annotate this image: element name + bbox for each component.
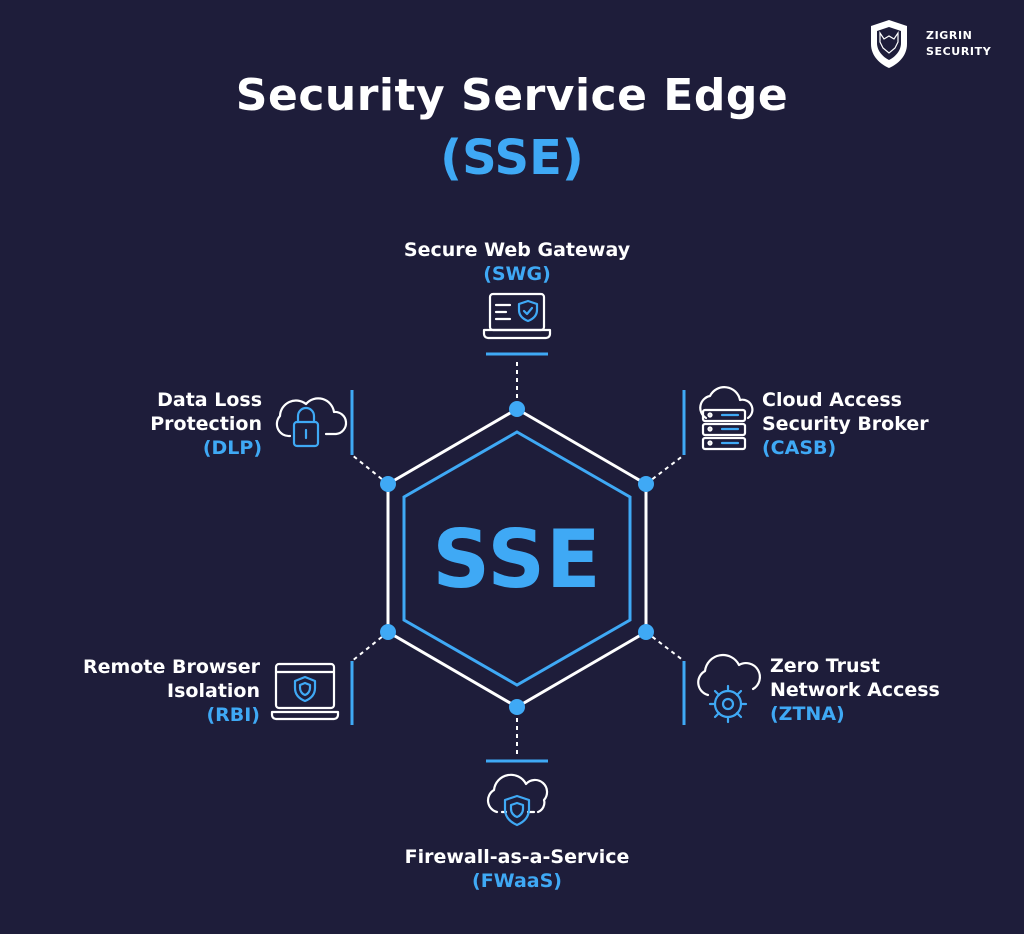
label-casb-abbr: (CASB) bbox=[762, 437, 837, 459]
label-rbi: Remote Browser Isolation (RBI) bbox=[83, 655, 260, 727]
label-casb-name-1: Cloud Access bbox=[762, 389, 902, 411]
label-casb: Cloud Access Security Broker (CASB) bbox=[762, 388, 929, 460]
label-casb-name-2: Security Broker bbox=[762, 413, 929, 435]
vertex-dot-top bbox=[509, 401, 525, 417]
label-swg-name: Secure Web Gateway bbox=[403, 239, 631, 261]
laptop-shield-icon bbox=[482, 292, 552, 340]
label-rbi-name-2: Isolation bbox=[167, 680, 260, 702]
vertex-dot-bottom-left bbox=[380, 624, 396, 640]
vertex-dot-top-left bbox=[380, 476, 396, 492]
label-dlp-abbr: (DLP) bbox=[202, 437, 262, 459]
brand-line-1: ZIGRIN bbox=[926, 29, 973, 42]
cloud-lock-icon bbox=[275, 397, 348, 448]
vertex-dot-bottom bbox=[509, 699, 525, 715]
brand-name: ZIGRIN SECURITY bbox=[926, 28, 991, 60]
label-swg: Secure Web Gateway (SWG) bbox=[0, 238, 1024, 286]
label-fwaas-name: Firewall-as-a-Service bbox=[404, 846, 630, 868]
page-title: Security Service Edge bbox=[235, 70, 789, 121]
brand-line-2: SECURITY bbox=[926, 45, 992, 58]
vertex-dot-bottom-right bbox=[638, 624, 654, 640]
label-rbi-abbr: (RBI) bbox=[206, 704, 260, 726]
label-ztna: Zero Trust Network Access (ZTNA) bbox=[770, 654, 940, 726]
inner-hexagon bbox=[402, 430, 632, 687]
center-label: SSE bbox=[432, 513, 602, 606]
label-ztna-name-2: Network Access bbox=[770, 679, 940, 701]
label-dlp-name-1: Data Loss bbox=[157, 389, 262, 411]
wolf-shield-icon bbox=[871, 20, 907, 68]
label-swg-abbr: (SWG) bbox=[483, 263, 551, 285]
label-dlp-name-2: Protection bbox=[150, 413, 262, 435]
cloud-gear-icon bbox=[697, 653, 761, 724]
page-subtitle: (SSE) bbox=[440, 130, 584, 186]
cloud-server-icon bbox=[699, 386, 754, 451]
connectors bbox=[351, 362, 685, 758]
label-rbi-name-1: Remote Browser bbox=[83, 656, 260, 678]
vertex-dot-top-right bbox=[638, 476, 654, 492]
cloud-shield-icon bbox=[486, 773, 549, 827]
label-ztna-name-1: Zero Trust bbox=[770, 655, 880, 677]
brand-logo: ZIGRIN SECURITY bbox=[870, 18, 1010, 70]
label-dlp: Data Loss Protection (DLP) bbox=[150, 388, 262, 460]
accent-bars bbox=[350, 352, 686, 763]
label-ztna-abbr: (ZTNA) bbox=[770, 703, 845, 725]
label-fwaas-abbr: (FWaaS) bbox=[472, 870, 562, 892]
label-fwaas: Firewall-as-a-Service (FWaaS) bbox=[0, 845, 1024, 893]
vertex-dots bbox=[380, 401, 654, 715]
browser-shield-icon bbox=[270, 662, 340, 721]
